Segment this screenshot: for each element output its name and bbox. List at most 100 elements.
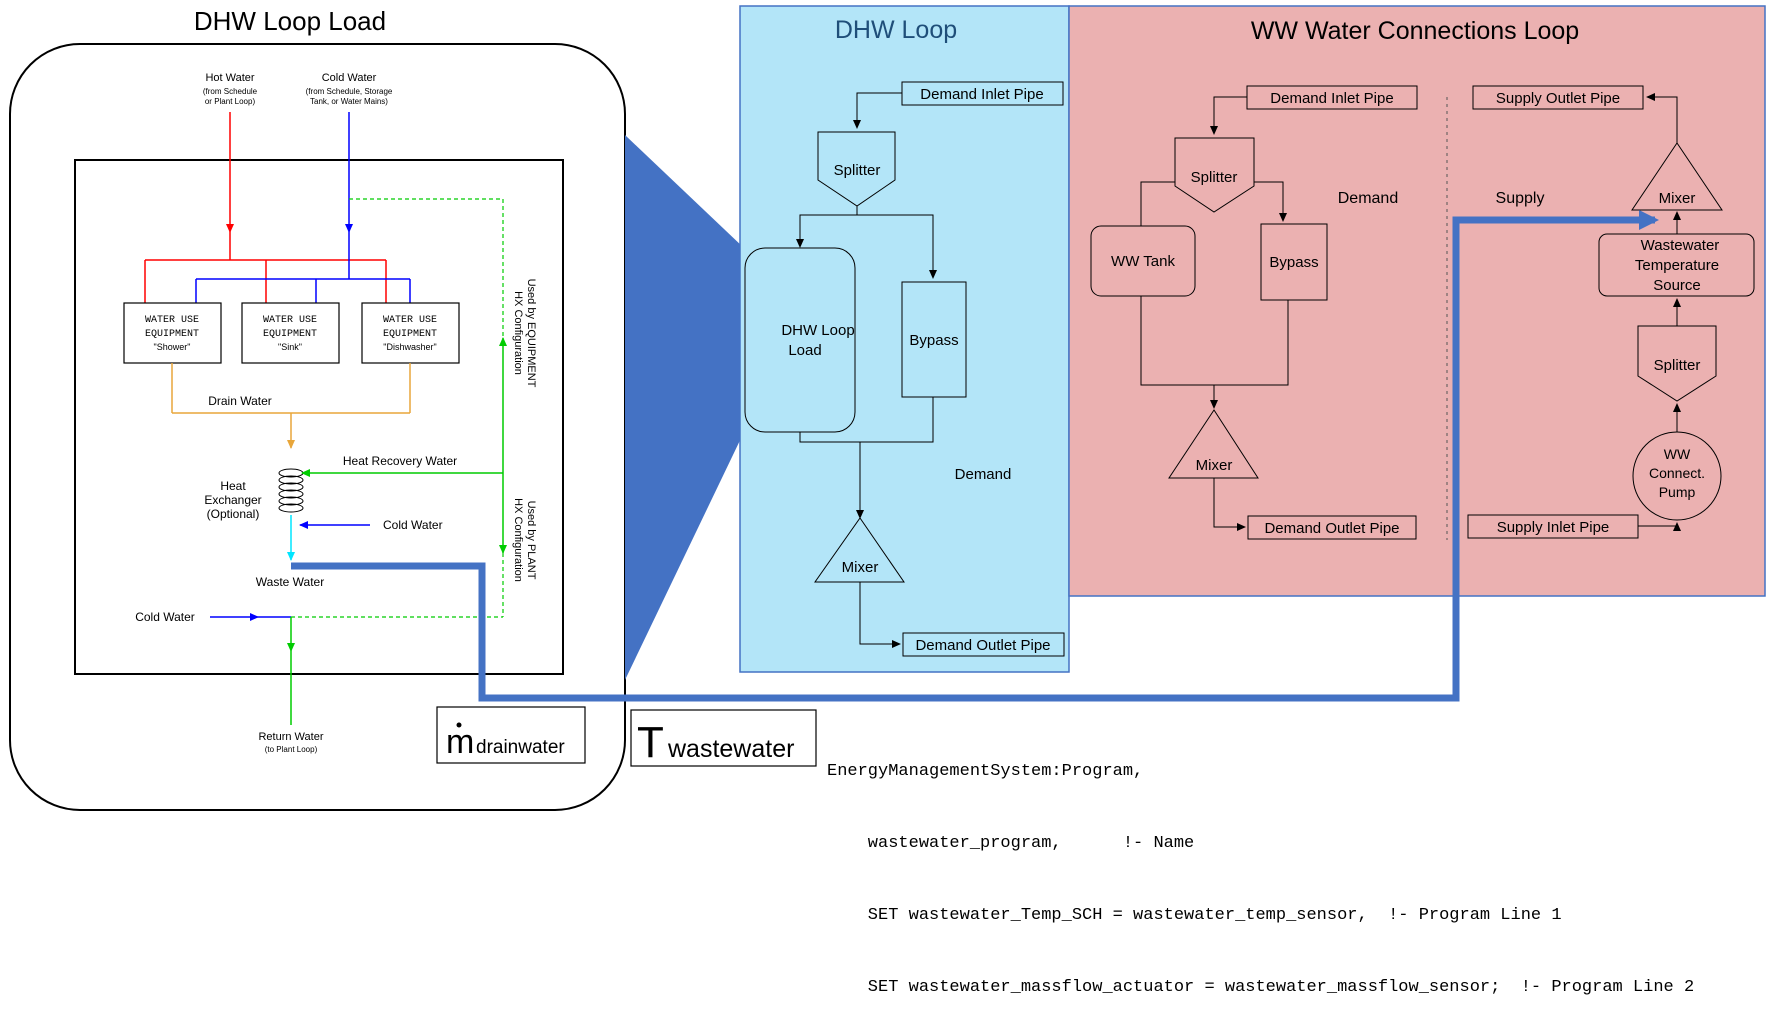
ww-temp-source-label-2: Temperature xyxy=(1635,257,1719,274)
equipment-hx-dashed-line xyxy=(291,198,504,618)
used-by-equipment-1: Used by EQUIPMENT xyxy=(525,279,537,388)
t-wastewater-subscript: wastewater xyxy=(667,735,794,763)
return-water-note: (to Plant Loop) xyxy=(265,745,318,754)
used-by-plant-2: HX Configuration xyxy=(512,498,524,582)
equipment-sink-line3: "Sink" xyxy=(278,342,302,352)
equipment-sink-line2: EQUIPMENT xyxy=(263,329,317,340)
ww-supply-outlet-pipe-label: Supply Outlet Pipe xyxy=(1496,90,1620,107)
t-symbol: T xyxy=(637,718,664,767)
dhw-loop-load-label-1: DHW Loop xyxy=(781,322,854,339)
equipment-sink: WATER USE EQUIPMENT "Sink" xyxy=(241,302,340,364)
cold-water-label: Cold Water xyxy=(322,72,377,84)
used-by-plant-1: Used by PLANT xyxy=(525,501,537,580)
ems-connector-line xyxy=(291,210,1659,702)
heat-recovery-piping xyxy=(301,337,507,554)
ww-demand-inlet-pipe-label: Demand Inlet Pipe xyxy=(1270,90,1393,107)
dhw-demand-outlet-pipe xyxy=(902,632,1065,657)
hot-water-label: Hot Water xyxy=(205,72,254,84)
dhw-loop-load-title: DHW Loop Load xyxy=(194,6,386,36)
ww-splitter-label: Splitter xyxy=(1191,169,1238,186)
dhw-bypass-label: Bypass xyxy=(909,332,958,349)
ww-supply-inlet-pipe-label: Supply Inlet Pipe xyxy=(1497,519,1610,536)
dhw-loop-load-box xyxy=(744,247,856,433)
ww-splitter-to-tank xyxy=(1140,181,1175,226)
ww-demand-outlet-pipe-label: Demand Outlet Pipe xyxy=(1264,520,1399,537)
equipment-shower-line2: EQUIPMENT xyxy=(145,329,199,340)
ww-bypass-label: Bypass xyxy=(1269,254,1318,271)
ww-splitter-to-bypass xyxy=(1254,181,1287,222)
dhw-loop-panel: DHW Loop Demand Inlet Pipe Splitter DHW … xyxy=(739,5,1070,673)
drain-water-label: Drain Water xyxy=(208,394,272,408)
dhw-splitter-to-bypass xyxy=(857,214,937,279)
m-dot-accent xyxy=(456,722,462,728)
code-line-3: SET wastewater_Temp_SCH = wastewater_tem… xyxy=(827,906,1562,925)
ww-inlet-to-pump xyxy=(1638,522,1681,531)
ww-loop-panel: WW Water Connections Loop Demand Inlet P… xyxy=(1068,5,1766,597)
ww-demand-label: Demand xyxy=(1338,190,1398,207)
used-by-equipment-label: Used by EQUIPMENT HX Configuration xyxy=(512,279,537,388)
ww-inlet-flow xyxy=(1210,96,1247,135)
equipment-dishwasher-line2: EQUIPMENT xyxy=(383,329,437,340)
drain-water-piping xyxy=(171,363,411,449)
ww-splitter xyxy=(1174,137,1255,213)
ww-temperature-source-box xyxy=(1598,233,1755,297)
hot-water-note-1: (from Schedule xyxy=(203,87,258,96)
ww-bypass-box xyxy=(1260,223,1328,301)
equipment-shower: WATER USE EQUIPMENT "Shower" xyxy=(123,302,222,364)
t-wastewater-label: T wastewater xyxy=(630,709,817,767)
dhw-loop-load-inner-box xyxy=(74,159,564,675)
code-line-1: EnergyManagementSystem:Program, xyxy=(827,762,1144,781)
dhw-loop-title: DHW Loop xyxy=(835,16,957,44)
equipment-dishwasher: WATER USE EQUIPMENT "Dishwasher" xyxy=(361,302,460,364)
dhw-demand-outlet-pipe-label: Demand Outlet Pipe xyxy=(915,637,1050,654)
heat-exchanger-label-1: Heat xyxy=(220,479,246,493)
ww-tank-box xyxy=(1090,225,1196,297)
ww-supply-mixer-to-outlet xyxy=(1646,93,1678,143)
dhw-bypass-box xyxy=(901,281,967,398)
heat-exchanger-coil xyxy=(278,468,304,513)
ww-supply-splitter-label: Splitter xyxy=(1654,357,1701,374)
return-water-label: Return Water xyxy=(258,731,323,743)
dhw-wastewater-diagram: DHW Loop Load Hot Water (from Schedule o… xyxy=(9,5,1766,811)
m-dot-symbol: m xyxy=(446,723,474,761)
ww-tank-label: WW Tank xyxy=(1111,253,1175,270)
dhw-inlet-flow xyxy=(853,92,902,129)
equipment-shower-line1: WATER USE xyxy=(145,315,199,326)
dhw-demand-inlet-pipe-label: Demand Inlet Pipe xyxy=(920,86,1043,103)
dhw-merge-lines xyxy=(799,397,934,443)
ww-supply-outlet-pipe xyxy=(1472,85,1644,110)
dhw-loop-load-panel: DHW Loop Load Hot Water (from Schedule o… xyxy=(9,6,626,811)
used-by-equipment-2: HX Configuration xyxy=(512,291,524,375)
zoom-connector-trapezoid xyxy=(625,135,744,680)
ww-temp-source-label-1: Wastewater xyxy=(1641,237,1720,254)
ww-pump-label-3: Pump xyxy=(1659,484,1696,500)
heat-exchanger-label-3: (Optional) xyxy=(207,507,260,521)
equipment-dishwasher-line1: WATER USE xyxy=(383,315,437,326)
ww-mixer-to-outlet xyxy=(1213,478,1246,531)
ww-mixer-label: Mixer xyxy=(1196,457,1233,474)
ems-program-code: EnergyManagementSystem:Program, wastewat… xyxy=(827,712,1694,1024)
code-line-4: SET wastewater_massflow_actuator = waste… xyxy=(827,978,1695,997)
ww-temp-source-label-3: Source xyxy=(1653,277,1701,294)
m-drainwater-label: m drainwater xyxy=(436,706,586,764)
ww-supply-mixer-label: Mixer xyxy=(1659,190,1696,207)
m-drainwater-subscript: drainwater xyxy=(476,737,565,758)
ww-pump-label-2: Connect. xyxy=(1649,465,1705,481)
hot-water-piping xyxy=(144,112,387,303)
dhw-mixer-label: Mixer xyxy=(842,559,879,576)
equipment-dishwasher-line3: "Dishwasher" xyxy=(383,342,436,352)
ww-connect-pump xyxy=(1632,431,1722,521)
dhw-loop-load-label-2: Load xyxy=(788,342,821,359)
cold-water-hx-label: Cold Water xyxy=(383,518,443,532)
cold-water-note-2: Tank, or Water Mains) xyxy=(310,97,388,106)
equipment-shower-line3: "Shower" xyxy=(154,342,191,352)
ww-pump-label-1: WW xyxy=(1664,446,1691,462)
equipment-sink-line1: WATER USE xyxy=(263,315,317,326)
cold-water-piping xyxy=(195,112,411,303)
cold-water-note-1: (from Schedule, Storage xyxy=(306,87,393,96)
ww-supply-splitter xyxy=(1637,325,1717,402)
hot-water-note-2: or Plant Loop) xyxy=(205,97,256,106)
dhw-splitter-to-load xyxy=(796,206,858,248)
dhw-mixer-to-outlet xyxy=(859,582,901,648)
ww-demand-outlet-pipe xyxy=(1247,515,1417,540)
